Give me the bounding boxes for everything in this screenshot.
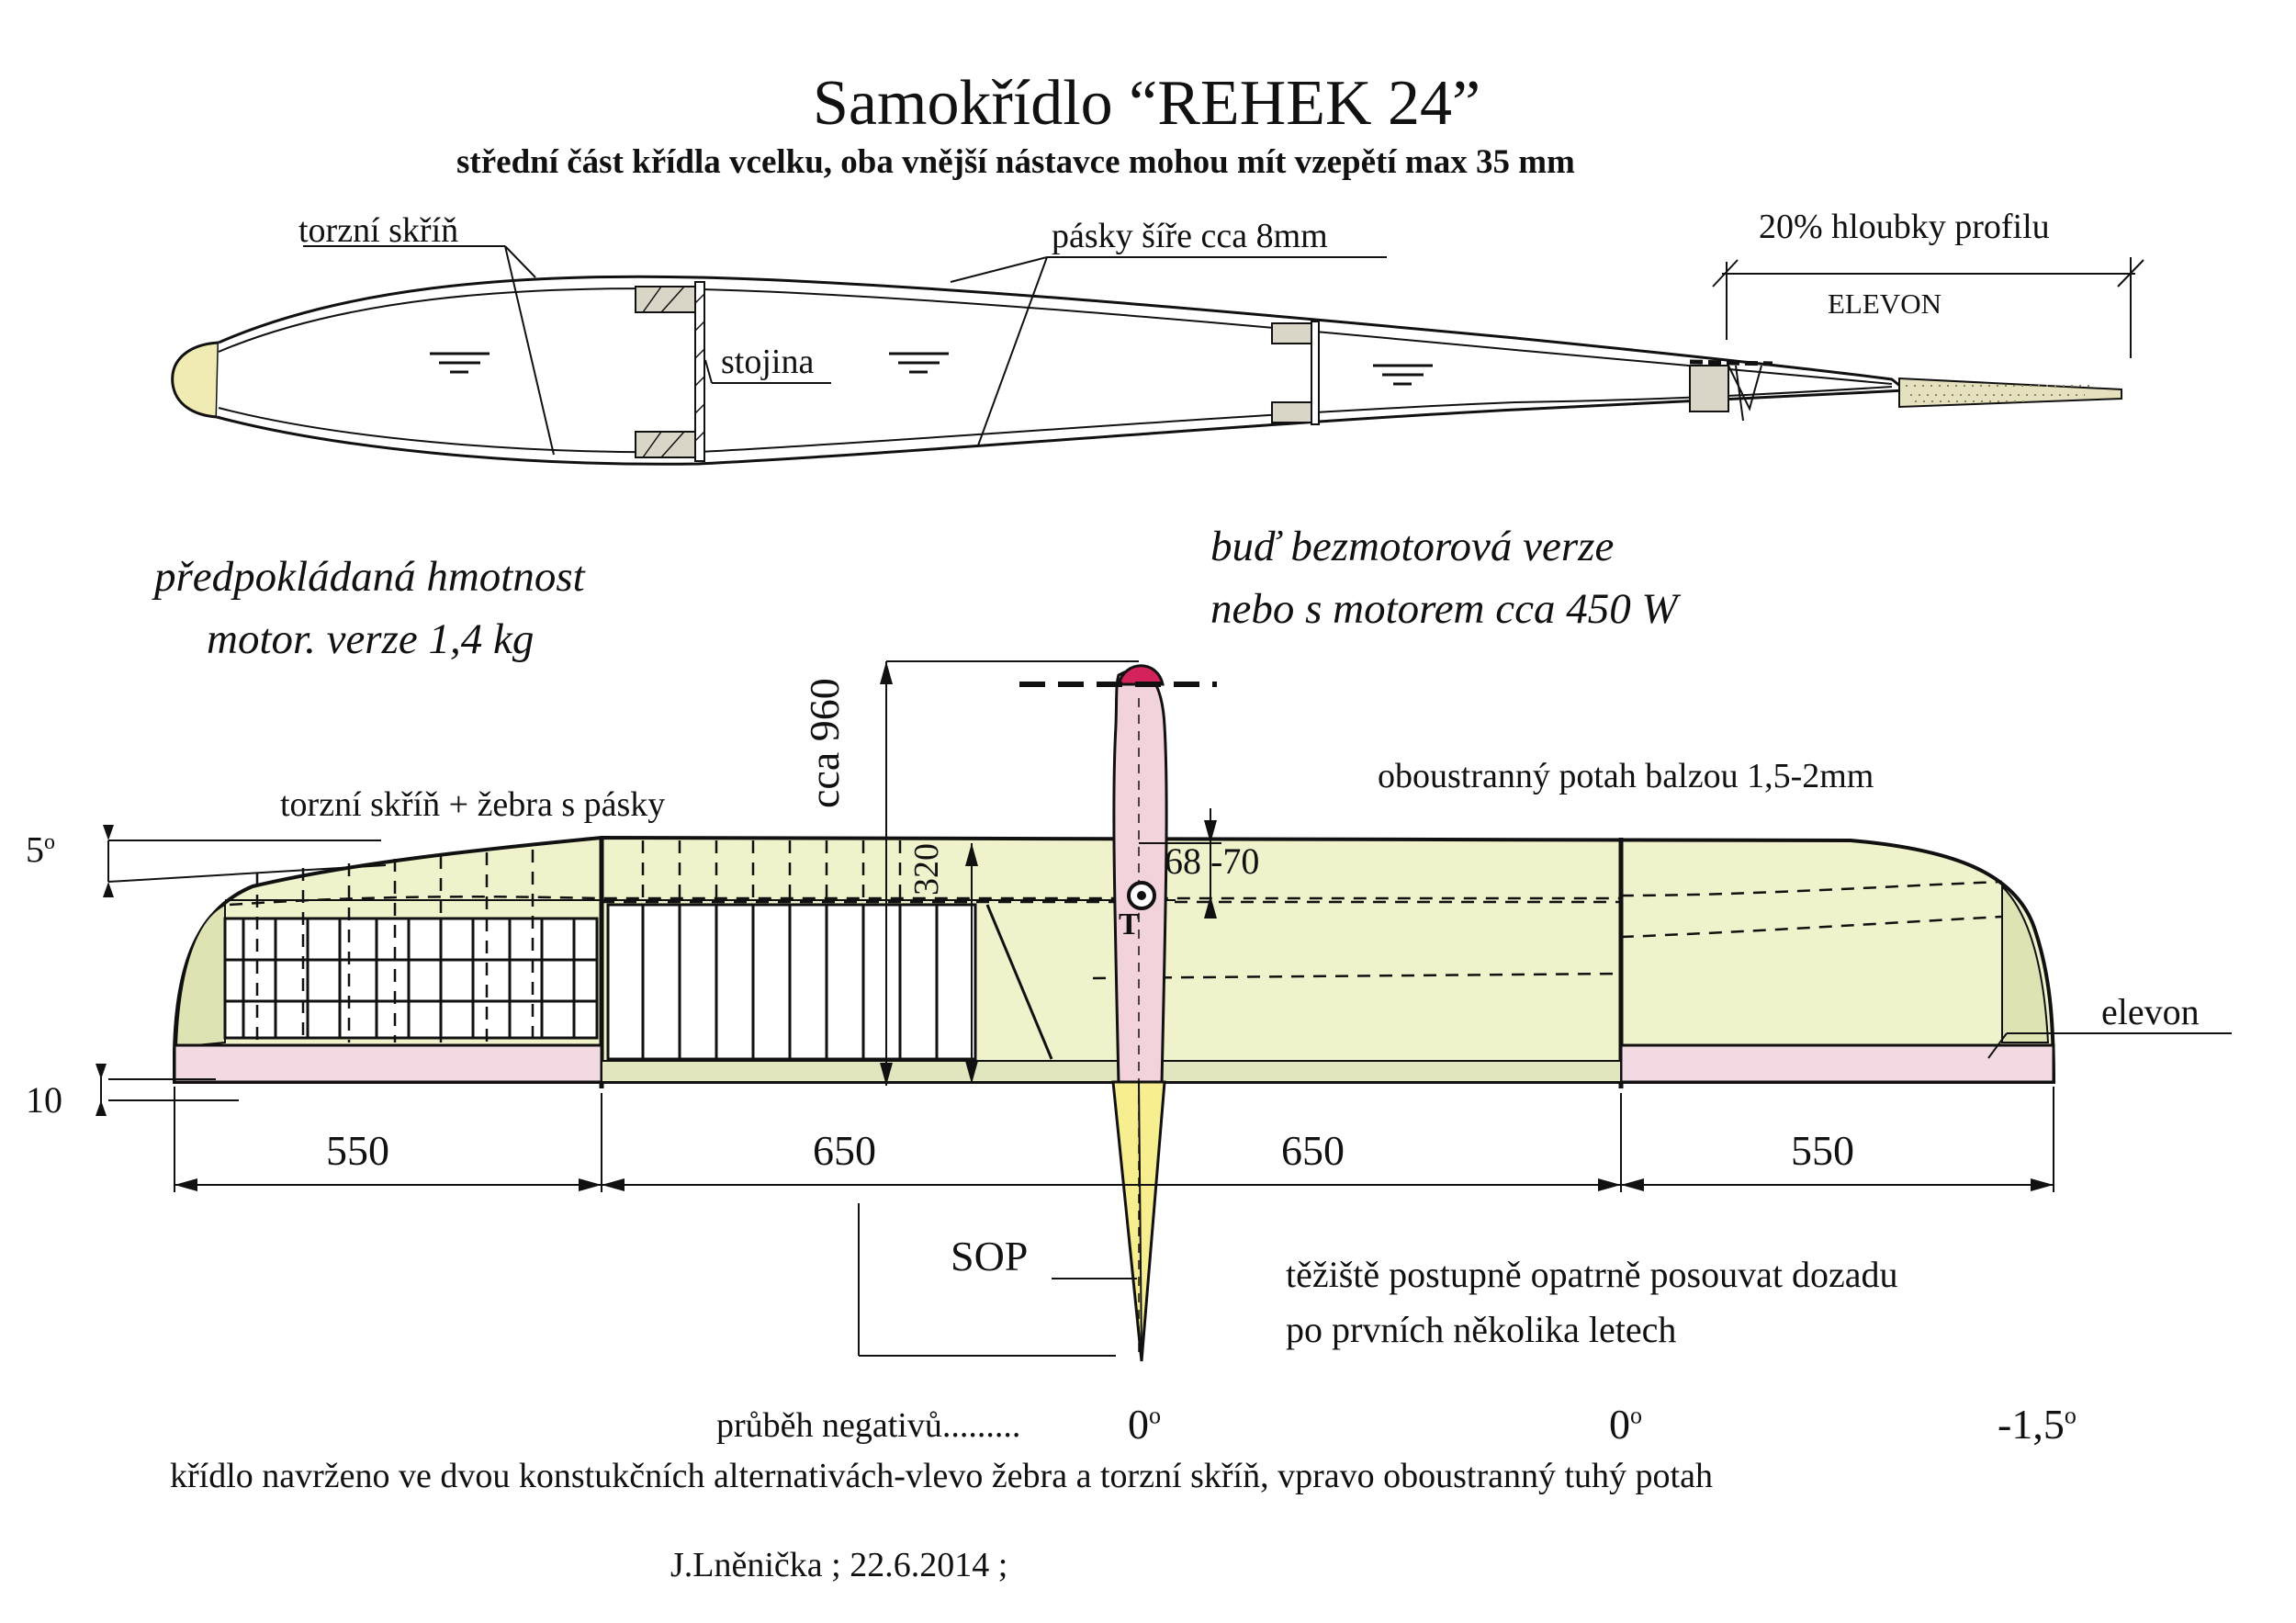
left-rib-structure — [223, 917, 599, 1040]
leader-stojina — [704, 359, 831, 384]
dim-chord-value: 320 — [907, 843, 946, 896]
leading-edge-block — [171, 341, 220, 419]
chord-dimension — [1712, 257, 2144, 358]
wing-planform — [173, 835, 2056, 1088]
cg-marker-dot — [1137, 891, 1146, 900]
spar-web — [694, 281, 705, 462]
note-left-structure: torzní skříň + žebra s pásky — [280, 785, 666, 824]
note-version-line2: nebo s motorem cca 450 W — [1210, 585, 1678, 633]
leader-elevon — [1987, 1032, 2232, 1059]
note-mass-line1: předpokládaná hmotnost — [154, 553, 585, 601]
center-trailing-strip — [601, 1060, 1622, 1083]
dim-elevon-value: 10 — [26, 1079, 62, 1121]
right-tip-panel — [2001, 884, 2050, 1043]
note-negatives: průběh negativů......... — [716, 1406, 1021, 1445]
span-4: 550 — [1791, 1127, 1854, 1174]
left-tip-panel — [174, 903, 226, 1049]
elevon-right — [1619, 1043, 2055, 1084]
note-elevon: elevon — [2101, 991, 2200, 1032]
elevon-left — [173, 1043, 603, 1084]
spar-web-hatch — [694, 293, 705, 442]
leader-torzni-skrin — [303, 245, 555, 456]
note-cg-line1: těžiště postupně opatrně posouvat dozadu — [1286, 1254, 1898, 1295]
fuselage-pod — [1112, 669, 1168, 1086]
page-subtitle: střední část křídla vcelku, oba vnější n… — [456, 143, 1575, 181]
twist-1: 0o — [1128, 1401, 1161, 1448]
span-1: 550 — [326, 1127, 389, 1174]
note-design: křídlo navrženo ve dvou konstukčních alt… — [170, 1457, 1713, 1495]
elevon-profile-dots — [1906, 385, 2089, 402]
label-pasky: pásky šíře cca 8mm — [1052, 217, 1328, 255]
arrowheads — [96, 661, 2054, 1191]
label-torzni-skrin: torzní skříň — [298, 211, 459, 250]
note-mass-line2: motor. verze 1,4 kg — [207, 615, 535, 663]
dim-sweep-value: 5o — [26, 828, 55, 871]
elevon-spar — [1689, 365, 1729, 412]
leader-pasky — [950, 256, 1387, 446]
page-title: Samokřídlo “REHEK 24” — [813, 68, 1481, 139]
fin-label: SOP — [951, 1233, 1029, 1279]
rear-spar-flange-bottom — [1271, 401, 1312, 423]
span-2: 650 — [813, 1127, 876, 1174]
elevon-hinge-tape — [1689, 359, 1773, 366]
author-signature: J.Lněnička ; 22.6.2014 ; — [670, 1546, 1008, 1584]
dim-length-value: cca 960 — [801, 678, 848, 808]
airfoil-outer-contour — [216, 275, 1910, 466]
elevon-profile — [1898, 377, 2122, 409]
note-version-line1: buď bezmotorová verze — [1210, 523, 1615, 570]
dimension-lines — [100, 660, 2232, 1357]
note-cg-line2: po prvních několika letech — [1286, 1309, 1677, 1350]
dim-960 — [885, 660, 1139, 1086]
twist-3: -1,5o — [1998, 1401, 2077, 1448]
dim-span — [174, 1087, 2054, 1192]
label-stojina: stojina — [721, 343, 815, 381]
rear-spar-web — [1311, 321, 1320, 425]
span-3: 650 — [1281, 1127, 1345, 1174]
note-skin: oboustranný potah balzou 1,5-2mm — [1378, 757, 1874, 795]
center-rib-structure — [606, 903, 1053, 1061]
dim-sweep — [107, 840, 387, 883]
dim-sop — [858, 1203, 1137, 1357]
fuselage — [1019, 664, 1217, 1362]
spar-flange-hatch — [642, 286, 685, 458]
airfoil-inner-contour — [218, 287, 1893, 454]
level-symbols — [430, 352, 1433, 386]
cg-label: T — [1119, 907, 1140, 941]
label-elevon-profile: ELEVON — [1828, 287, 1941, 320]
dim-cg-value: 68 -70 — [1165, 840, 1260, 882]
airfoil-profile — [171, 245, 2144, 466]
twist-2: 0o — [1609, 1401, 1642, 1448]
spar-dash-lines — [229, 840, 2003, 1043]
rear-spar-flange-top — [1271, 322, 1312, 344]
label-chord-percent: 20% hloubky profilu — [1759, 208, 2050, 246]
spinner — [1117, 664, 1165, 686]
elevon-hinge — [1728, 365, 1762, 422]
